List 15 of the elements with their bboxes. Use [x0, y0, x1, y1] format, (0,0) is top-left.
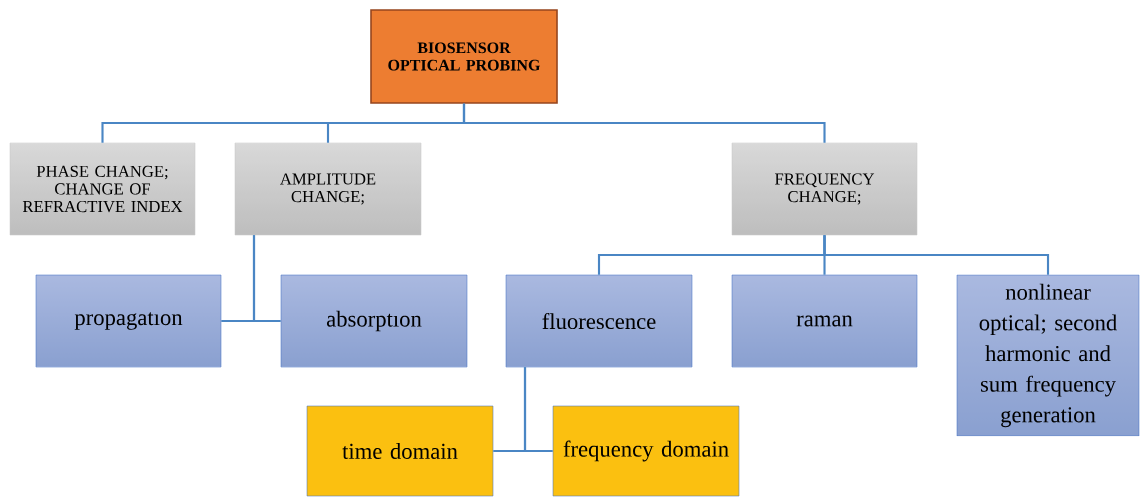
method-box: propagatıon	[35, 274, 222, 368]
connector-line	[252, 235, 281, 323]
method-box: nonlinear optical; second harmonic and sum frequency generation	[956, 274, 1140, 437]
title-box: BIOSENSOR OPTICAL PROBING	[370, 9, 558, 104]
domain-box: time domain	[306, 405, 494, 497]
connector-line	[523, 367, 553, 453]
category-box: PHASE CHANGE; CHANGE OF REFRACTIVE INDEX	[9, 142, 196, 236]
method-box: fluorescence	[505, 274, 693, 368]
connector-line	[823, 235, 1050, 275]
connector-line	[462, 103, 826, 143]
domain-box: frequency domain	[552, 405, 740, 497]
category-box: FREQUENCY CHANGE;	[731, 142, 918, 236]
method-box: raman	[731, 274, 918, 368]
method-box: absorptıon	[280, 274, 468, 368]
category-box: AMPLITUDE CHANGE;	[234, 142, 422, 236]
